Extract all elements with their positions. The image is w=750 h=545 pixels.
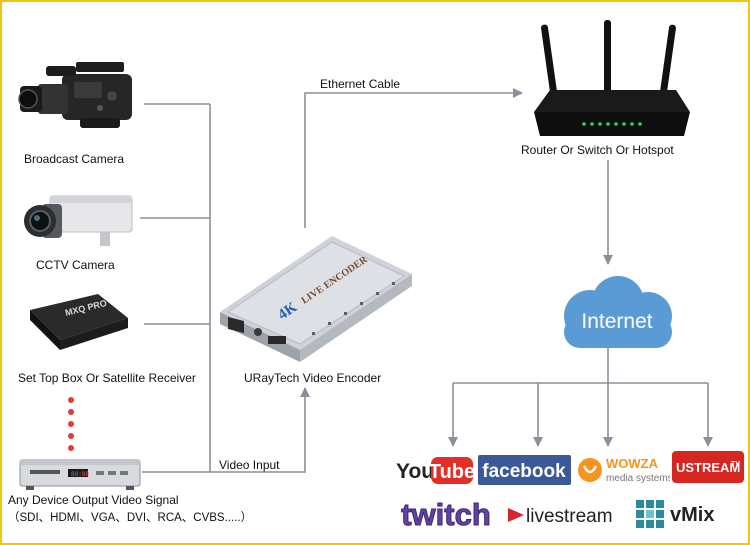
encoder-label: URayTech Video Encoder (244, 371, 382, 385)
wowza-subtitle: media systems (606, 473, 670, 484)
any-device-label: Any Device Output Video Signal (8, 493, 179, 507)
wire-video-input (210, 387, 310, 473)
wowza-logo: WOWZA media systems (578, 456, 670, 484)
set-top-box-icon: MXQ PRO (30, 294, 128, 350)
twitch-text: twitch (401, 497, 491, 532)
router-icon (534, 20, 690, 136)
ustream-tv: TV (731, 461, 740, 468)
youtube-tube: Tube (429, 461, 474, 483)
livestream-text: livestream (526, 506, 613, 527)
broadcast-camera-icon (18, 62, 132, 128)
any-device-signals: （SDI、HDMI、VGA、DVI、RCA、CVBS.....） (8, 512, 253, 524)
video-input-label: Video Input (219, 458, 280, 472)
livestream-logo: livestream (508, 506, 613, 527)
ustream-text: USTREAM (676, 460, 740, 475)
ethernet-cable-label: Ethernet Cable (320, 77, 401, 91)
youtube-you: You (396, 460, 434, 483)
cctv-camera-icon (24, 195, 133, 246)
video-encoder-icon: 4K LIVE ENCODER (220, 236, 412, 362)
cctv-camera-label: CCTV Camera (36, 258, 115, 272)
ellipsis-dots (68, 397, 74, 451)
twitch-logo: twitch (401, 497, 492, 533)
set-top-box-label: Set Top Box Or Satellite Receiver (18, 371, 196, 385)
ustream-logo: USTREAM TV (672, 451, 744, 483)
svg-text:88:88: 88:88 (71, 471, 89, 478)
av-device-icon: 88:88 (19, 459, 141, 490)
vmix-text: vMix (670, 504, 714, 526)
vmix-logo: vMix (636, 500, 714, 528)
router-label: Router Or Switch Or Hotspot (521, 143, 674, 157)
broadcast-camera-label: Broadcast Camera (24, 152, 125, 166)
wowza-name: WOWZA (606, 456, 659, 471)
wire-ethernet (304, 88, 523, 228)
youtube-logo: You Tube (396, 457, 474, 484)
facebook-text: facebook (482, 461, 566, 482)
facebook-logo: facebook (478, 455, 571, 485)
internet-label: Internet (581, 310, 652, 333)
internet-cloud-icon: Internet (564, 276, 672, 348)
